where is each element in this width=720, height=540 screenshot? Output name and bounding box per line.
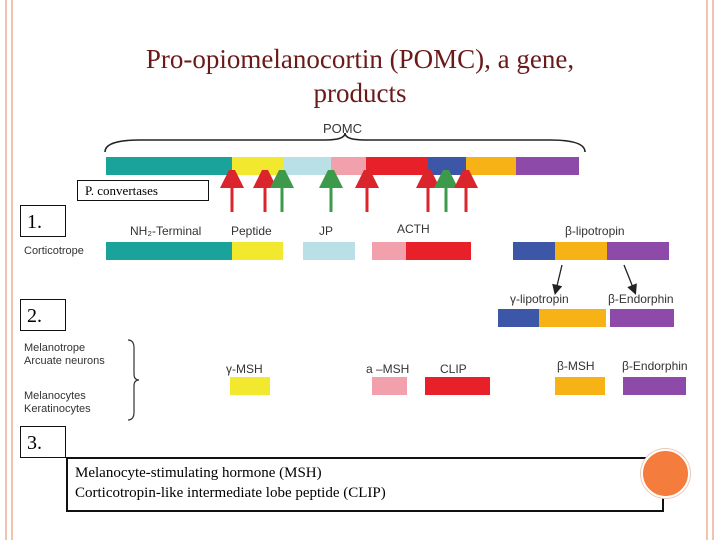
- row3-a-msh-bar: [372, 377, 407, 395]
- label-keratinocytes: Keratinocytes: [24, 403, 91, 415]
- row3-g-msh-bar: [230, 377, 270, 395]
- step-1-label: 1.: [20, 205, 66, 237]
- row1-acth-red-bar: [406, 242, 471, 260]
- title-line-1: Pro-opiomelanocortin (POMC), a gene,: [145, 44, 575, 74]
- row3-b-msh-bar: [555, 377, 605, 395]
- cleavage-arrows: [220, 170, 478, 212]
- label-melanotrope: Melanotrope: [24, 342, 86, 354]
- label-acth: ACTH: [397, 222, 430, 236]
- label-corticotrope: Corticotrope: [24, 245, 84, 257]
- title-line-2: products: [313, 78, 407, 108]
- label-a-msh: a –MSH: [366, 362, 410, 376]
- segment-acth: [366, 157, 428, 175]
- pomc-label: POMC: [323, 121, 362, 136]
- frame-border-left: [5, 0, 7, 540]
- definition-clip: Corticotropin-like intermediate lobe pep…: [75, 485, 386, 501]
- slide-title: Pro-opiomelanocortin (POMC), a gene, pro…: [60, 42, 660, 110]
- lipotropin-split-arrows: [552, 264, 637, 296]
- frame-border-left-inner: [11, 0, 13, 540]
- label-b-endorphin-row3: β-Endorphin: [622, 359, 688, 373]
- decorative-orange-circle: [641, 449, 690, 498]
- frame-border-right-inner: [706, 0, 708, 540]
- label-arcuate-neurons: Arcuate neurons: [24, 355, 105, 367]
- pomc-brace: [104, 132, 586, 153]
- row1-peptide-bar: [232, 242, 283, 260]
- row3-b-endorphin-bar: [623, 377, 686, 395]
- segment-purple: [516, 157, 579, 175]
- row3-clip-bar: [425, 377, 490, 395]
- row1-blipo-orange-bar: [555, 242, 607, 260]
- row1-acth-pink-bar: [372, 242, 406, 260]
- row1-blipo-purple-bar: [607, 242, 669, 260]
- arrow-to-g-lipotropin: [552, 264, 563, 296]
- arrow-to-b-endorphin: [623, 264, 637, 295]
- label-jp: JP: [319, 224, 334, 238]
- row2-bendorphin-bar: [610, 309, 674, 327]
- label-b-endorphin-row2: β-Endorphin: [608, 292, 674, 306]
- frame-border-right: [712, 0, 714, 540]
- label-nh2-terminal: NH₂-Terminal: [130, 224, 202, 238]
- label-g-msh: γ-MSH: [226, 362, 263, 376]
- step-2-label: 2.: [20, 299, 66, 331]
- label-b-lipotropin: β-lipotropin: [565, 224, 625, 238]
- cell-type-bracket: [127, 339, 140, 421]
- label-b-msh: β-MSH: [557, 359, 595, 373]
- label-peptide: Peptide: [231, 224, 272, 238]
- label-g-lipotropin: γ-lipotropin: [510, 292, 569, 306]
- definitions-box: Melanocyte-stimulating hormone (MSH) Cor…: [66, 457, 664, 512]
- segment-orange: [466, 157, 516, 175]
- segment-nh2-terminal: [106, 157, 232, 175]
- label-melanocytes: Melanocytes: [24, 390, 86, 402]
- convertase-label-box: P. convertases: [77, 180, 209, 201]
- label-clip: CLIP: [440, 362, 467, 376]
- row1-nh2-terminal-bar: [106, 242, 232, 260]
- row2-glipo-blue-bar: [498, 309, 539, 327]
- definition-msh: Melanocyte-stimulating hormone (MSH): [75, 465, 322, 481]
- row1-blipo-blue-bar: [513, 242, 555, 260]
- row1-jp-bar: [303, 242, 355, 260]
- row2-glipo-orange-bar: [539, 309, 606, 327]
- step-3-label: 3.: [20, 426, 66, 458]
